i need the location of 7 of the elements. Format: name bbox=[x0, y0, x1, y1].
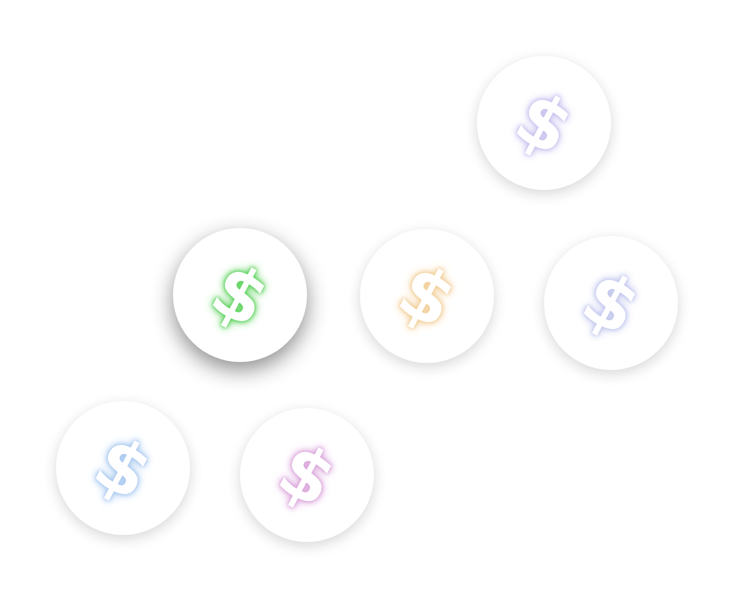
dollar-sign: $ bbox=[84, 424, 162, 512]
coin-circle bbox=[173, 228, 307, 362]
dollar-sign: $ bbox=[200, 251, 280, 339]
dollar-sign: $ bbox=[572, 259, 650, 347]
dollar-sign: $ bbox=[268, 431, 346, 519]
dollar-sign: $ bbox=[504, 79, 584, 167]
dollar-sign: $ bbox=[388, 252, 466, 340]
